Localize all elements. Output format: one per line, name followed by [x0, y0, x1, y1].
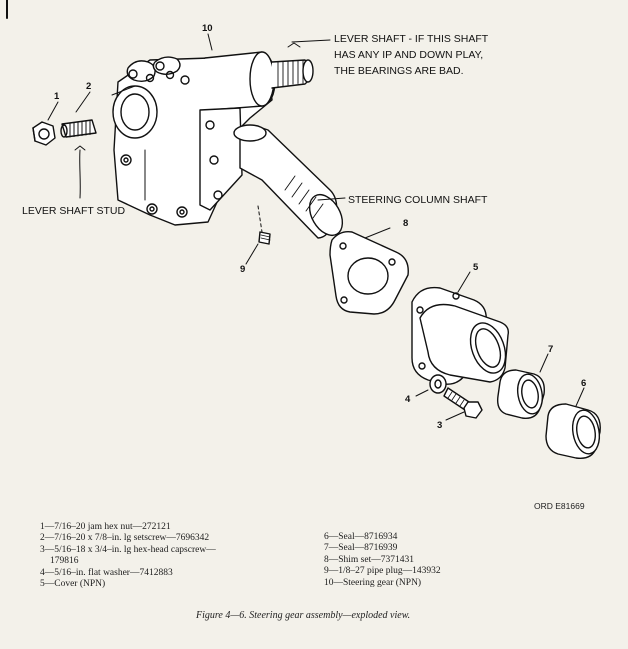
lever-shaft-note-line1: LEVER SHAFT - IF THIS SHAFT [334, 33, 489, 45]
callout-10-leader [207, 33, 213, 51]
lever-shaft-leader [291, 39, 331, 43]
callout-3: 3 [437, 420, 442, 431]
legend-item: 6—Seal—8716934 [324, 532, 398, 542]
callout-9: 9 [240, 264, 245, 275]
steering-column-shaft-label: STEERING COLUMN SHAFT [348, 194, 488, 206]
column-shaft-leader [317, 197, 346, 201]
flat-washer-part [415, 374, 447, 397]
legend-item: 1—7/16–20 jam hex nut—272121 [40, 522, 171, 532]
jam-hex-nut-part [32, 121, 56, 146]
legend-item: 9—1/8–27 pipe plug—143932 [324, 566, 441, 577]
callout-1-leader [47, 101, 59, 121]
legend-item: 7—Seal—8716939 [324, 543, 398, 554]
callout-5: 5 [473, 262, 479, 273]
legend-item: 10—Steering gear (NPN) [324, 577, 422, 588]
callout-8: 8 [403, 218, 408, 229]
callout-7: 7 [548, 344, 553, 355]
lever-shaft-leader-arrow [287, 42, 301, 48]
ord-number: ORD E81669 [534, 501, 585, 511]
steering-gear-housing [111, 51, 314, 226]
legend-item: 4—5/16–in. flat washer—7412883 [40, 567, 173, 578]
stud-leader-line [79, 149, 81, 199]
seal-6-part [545, 387, 601, 459]
lever-shaft-note-line2: HAS ANY IP AND DOWN PLAY, [334, 49, 483, 61]
setscrew-part [60, 119, 97, 138]
callout-4: 4 [405, 394, 411, 405]
legend-item: 5—Cover (NPN) [40, 579, 106, 590]
parts-legend-left: 1—7/16–20 jam hex nut—272121 2—7/16–20 x… [40, 522, 216, 590]
figure-caption: Figure 4—6. Steering gear assembly—explo… [196, 610, 411, 621]
lever-shaft-stud-label: LEVER SHAFT STUD [22, 205, 125, 217]
legend-item: 2—7/16–20 x 7/8–in. lg setscrew—7696342 [40, 533, 210, 544]
legend-item: 8—Shim set—7371431 [324, 554, 414, 565]
legend-item: 3—5/16–18 x 3/4–in. lg hex-head capscrew… [40, 544, 216, 555]
parts-legend-right: 6—Seal—8716934 7—Seal—8716939 8—Shim set… [324, 532, 441, 589]
capscrew-part [443, 387, 483, 421]
callout-2-leader [75, 91, 91, 113]
seal-7-part [496, 353, 549, 419]
stud-leader-arrow [74, 145, 86, 151]
callout-2: 2 [86, 81, 91, 92]
legend-item-continued: 179816 [50, 556, 79, 567]
pipe-plug-part [245, 205, 271, 265]
callout-10: 10 [202, 23, 213, 34]
cover-part [411, 271, 510, 385]
shim-set-part [329, 227, 409, 315]
lever-shaft-note-line3: THE BEARINGS ARE BAD. [334, 65, 464, 77]
steering-column-shaft [233, 124, 344, 239]
callout-1: 1 [54, 91, 60, 102]
callout-6: 6 [581, 378, 586, 389]
